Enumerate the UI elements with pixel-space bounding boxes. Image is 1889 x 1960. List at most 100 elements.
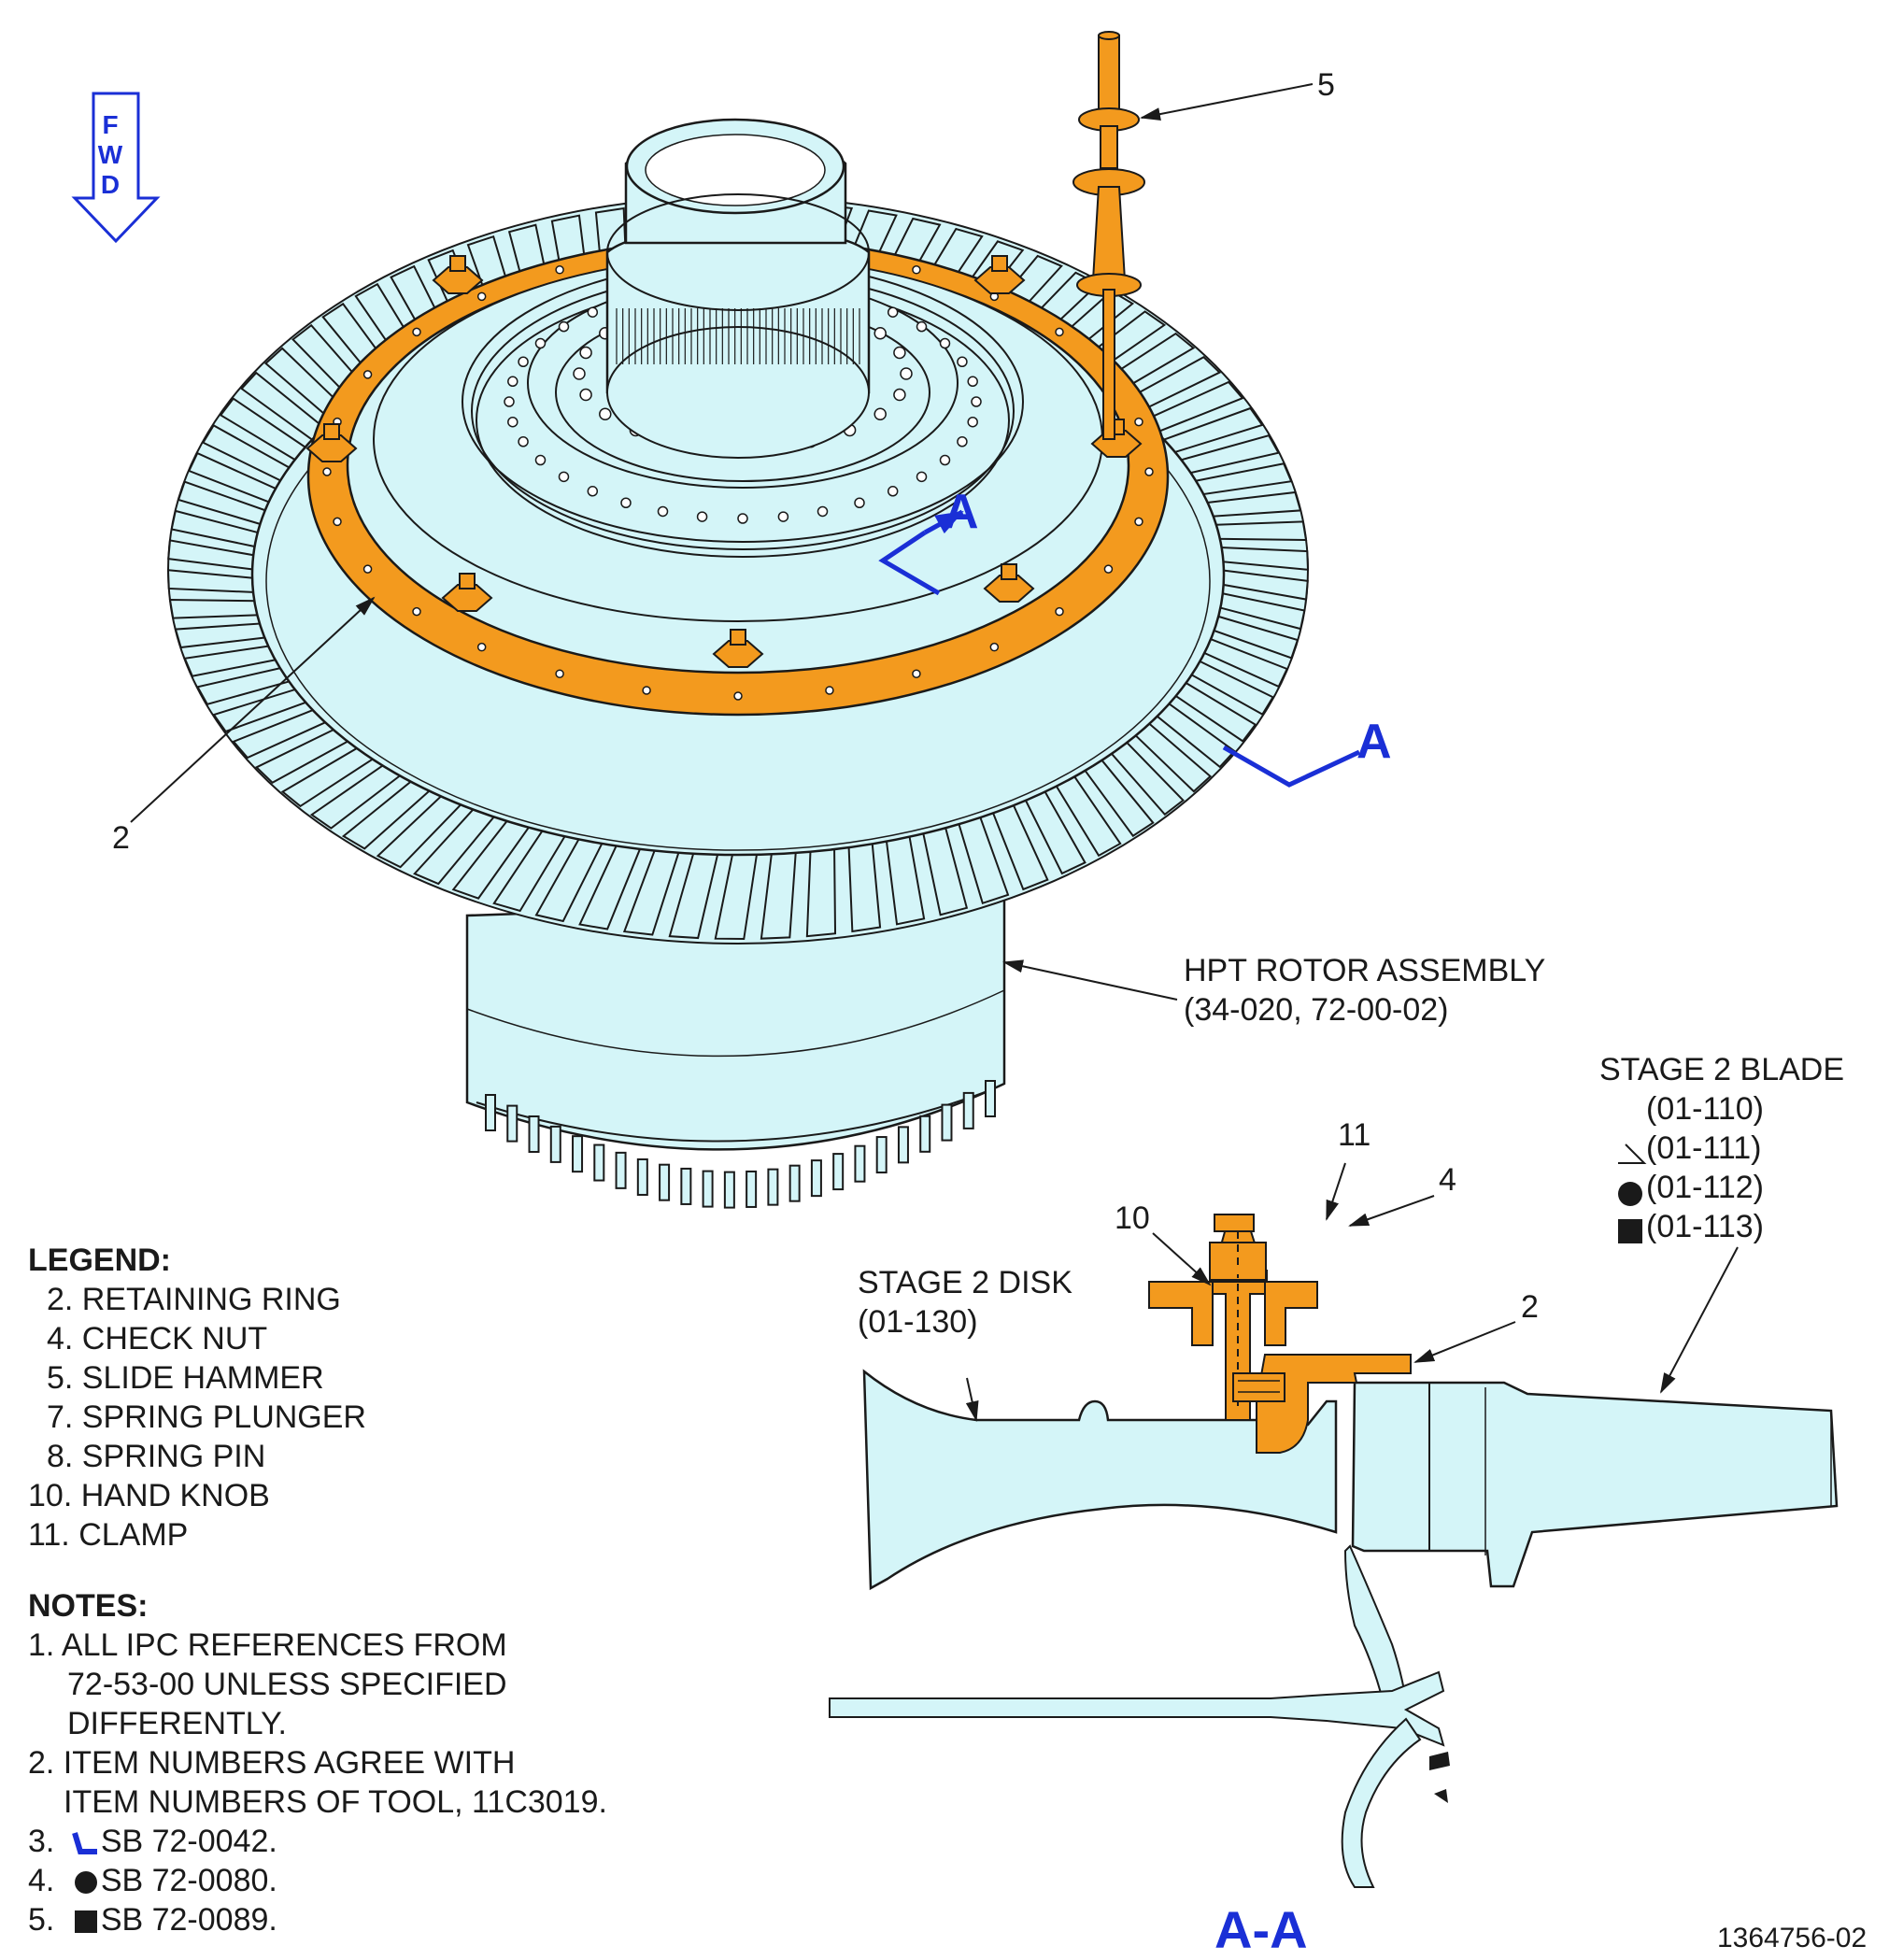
hpt-rotor-title: HPT ROTOR ASSEMBLY [1184,953,1546,988]
section-cut-label-upper: A [944,485,979,539]
callout-item-4: 4 [1439,1162,1456,1198]
stage-2-disk-title: STAGE 2 DISK [858,1265,1072,1300]
legend-item: 5. SLIDE HAMMER [47,1360,324,1396]
notes-heading: NOTES: [28,1588,149,1624]
fwd-letter-f: F [102,110,119,139]
hand-knob-body [305,434,358,462]
legend-item: 10. HAND KNOB [28,1478,270,1513]
disk-bolt-hole [696,511,708,522]
disk-bolt-hole [939,337,951,349]
turbine-blade [805,843,837,938]
hand-knob-stem [449,255,466,272]
turbine-blade [168,598,264,619]
section-a-a-drawing [829,1162,1839,1888]
hand-knob-body [712,640,764,668]
drum-tooth [723,1171,735,1209]
drum-tooth [962,1091,974,1129]
hand-knob [973,255,1026,294]
sb-0042-symbol [1618,1143,1647,1164]
stage-2-blade-ref-01-112: (01-112) [1646,1170,1764,1205]
hand-knob-body [432,266,484,294]
disk-bolt-hole [957,356,968,367]
disk-bolt-hole [777,511,789,522]
ring-hole [1144,467,1154,476]
drum-tooth [572,1135,584,1173]
drum-tooth [788,1164,801,1202]
forward-direction-arrow [71,92,161,244]
disk-bolt-hole [534,337,547,349]
drum-tooth [941,1103,953,1142]
section-retaining-ring [1256,1354,1412,1454]
legend-item: 2. RETAINING RING [47,1282,341,1317]
hand-knob-stem [1001,563,1017,580]
legend-item: 4. CHECK NUT [47,1321,268,1356]
section-leader-lines [965,1162,1739,1422]
disk-bolt-hole [587,306,599,318]
note-line: 72-53-00 UNLESS SPECIFIED [67,1667,507,1702]
drum-tooth [854,1144,866,1183]
fwd-letter-d: D [100,170,121,199]
hub-bolt [873,326,887,340]
sb-note-text: SB 72-0089. [100,1902,277,1938]
drum-tooth [746,1170,758,1208]
sb-note-0089: 5. SB 72-0089. [28,1900,607,1939]
disk-bolt-hole [967,376,978,388]
ring-hole [733,691,743,701]
drum-tooth [810,1159,822,1198]
ring-hole [1055,606,1064,617]
ring-hole [1134,517,1143,527]
hand-knob [983,563,1035,603]
stage-2-blade-title: STAGE 2 BLADE [1599,1052,1845,1087]
stage-2-disk-ref: (01-130) [858,1304,978,1340]
drum-tooth [919,1115,931,1153]
section-knob-wings [1148,1281,1318,1346]
ring-hole [476,291,487,302]
disk-bolt-hole [939,454,951,466]
ring-hole [1134,417,1143,427]
drum-tooth [767,1168,779,1206]
legend: LEGEND: 2. RETAINING RING 4. CHECK NUT 5… [28,1241,366,1555]
hand-knob-stem [991,255,1008,272]
disk-bolt-hole [957,436,968,447]
drum-tooth [875,1136,888,1174]
sb-note-number: 5. [28,1902,55,1938]
filled-circle-icon [74,1871,97,1895]
center-hub [605,118,871,459]
disk-bolt-hole [558,471,570,483]
filled-square-icon [74,1910,97,1934]
sb-note-0042: 3. SB 72-0042. [28,1822,607,1861]
disk-bolt-hole [916,320,928,333]
hand-knob-stem [730,629,746,646]
disk-bolt-hole [620,497,632,509]
ring-hole [412,327,421,337]
hub-bolt [893,388,906,402]
ring-hole [1103,564,1114,574]
drum-tooth [659,1163,671,1201]
hand-knob-body [973,266,1026,294]
ring-hole [412,606,421,617]
ring-hole [333,517,342,527]
stage-2-blade-ref-01-110: (01-110) [1646,1091,1764,1127]
disk-bolt-hole [507,376,518,388]
hand-knob [441,573,493,612]
disk-bolt-hole [817,505,829,518]
filled-circle-symbol [1618,1182,1642,1206]
hub-bolt [573,367,586,380]
disk-bolt-hole [854,497,865,509]
fwd-letter-w: W [97,140,123,169]
section-clamp-pin [1232,1372,1285,1402]
disk-bolt-hole [558,320,570,333]
disk-lower-web [1343,1544,1408,1701]
note-line: ITEM NUMBERS OF TOOL, 11C3019. [64,1784,607,1820]
disk-bolt-hole [971,396,982,407]
stage-2-blade-section [1351,1381,1839,1588]
legend-heading: LEGEND: [28,1243,171,1278]
hub-bolt [900,367,913,380]
drum-tooth [506,1104,518,1143]
sb-0042-mark-icon [71,1832,97,1855]
drum-tooth [485,1094,496,1131]
ring-hole [362,370,373,379]
hpt-rotor-assembly-label: HPT ROTOR ASSEMBLY (34-020, 72-00-02) [1184,951,1545,1030]
hpt-rotor-refs: (34-020, 72-00-02) [1184,992,1449,1028]
